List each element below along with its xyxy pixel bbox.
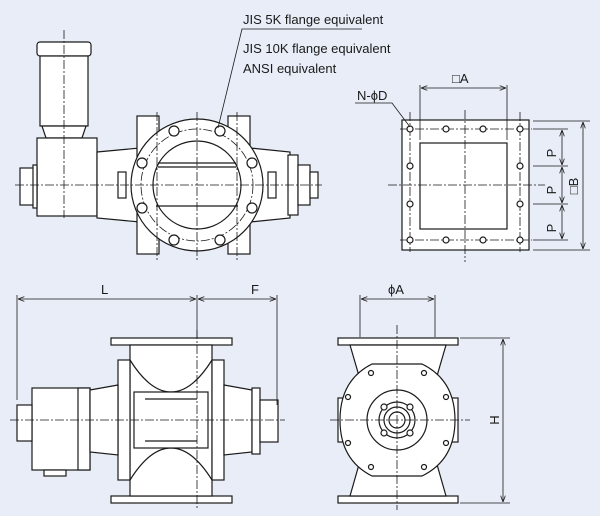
- jis10k-label: JIS 10K flange equivalent: [243, 41, 391, 56]
- side-view: [10, 295, 285, 508]
- dim-length-l: L: [101, 282, 108, 297]
- dim-square-b: □B: [566, 178, 581, 195]
- dim-diameter-a: ϕA: [388, 282, 404, 297]
- front-view: [15, 30, 322, 260]
- dim-square-a: □A: [452, 71, 469, 86]
- dim-length-f: F: [251, 282, 259, 297]
- end-view: [330, 295, 510, 510]
- bolt-holes: [136, 125, 258, 246]
- bolt-holes: [406, 125, 524, 244]
- dim-pitch-2: P: [544, 186, 559, 195]
- flange-view: [355, 85, 590, 262]
- dim-pitch-1: P: [544, 149, 559, 158]
- dim-height-h: H: [487, 415, 502, 424]
- jis5k-label: JIS 5K flange equivalent: [243, 12, 384, 27]
- ansi-label: ANSI equivalent: [243, 61, 337, 76]
- flange-leader-line: [217, 28, 362, 129]
- bolt-holes-label: N-ϕD: [357, 88, 387, 103]
- dim-pitch-3: P: [544, 224, 559, 233]
